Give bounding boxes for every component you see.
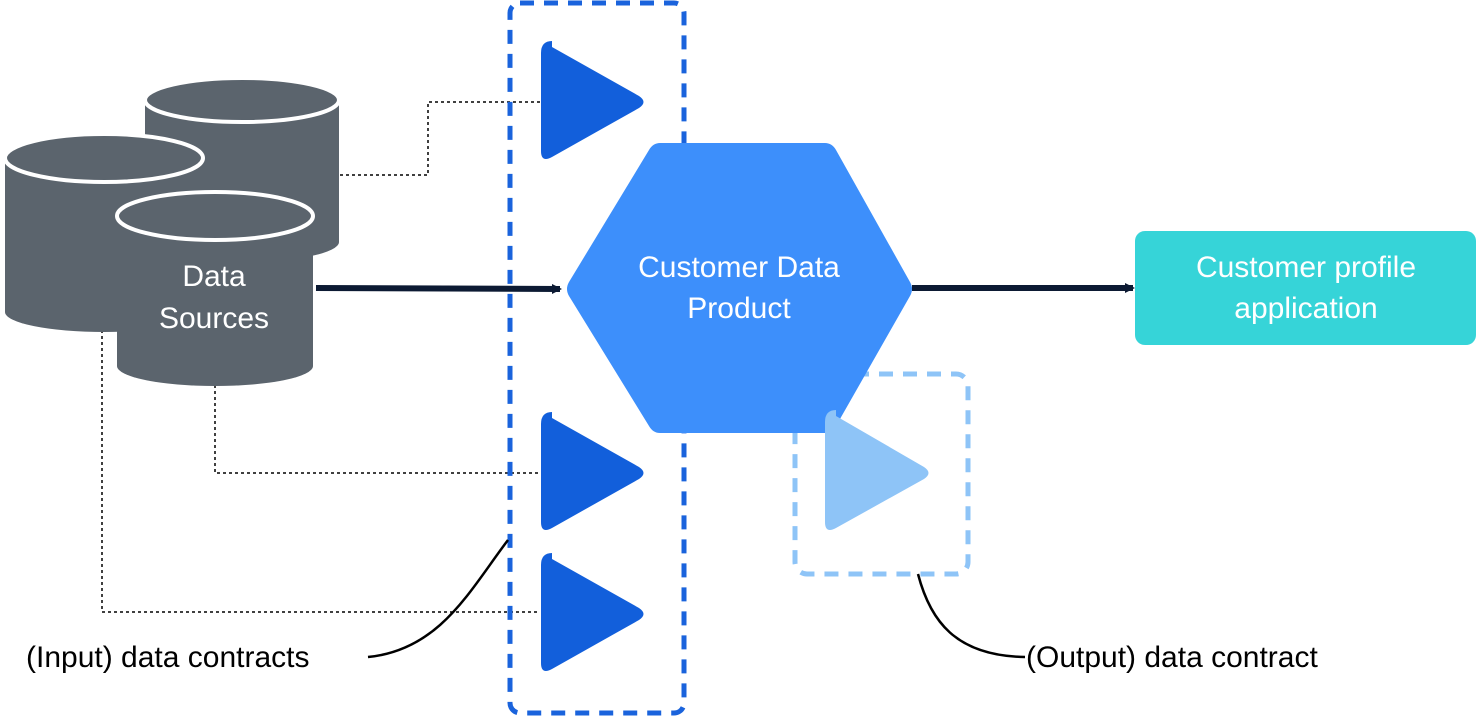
connector-middle (214, 385, 540, 474)
data-sources-label-line1: Data (182, 260, 246, 293)
connector-bottom (101, 330, 540, 613)
customer-data-product-hexagon (567, 143, 912, 433)
output-contract-label: (Output) data contract (1026, 641, 1318, 674)
customer-profile-application-box (1135, 231, 1476, 345)
application-label-line1: Customer profile (1196, 251, 1416, 284)
database-cylinder-front (115, 190, 315, 386)
connector-top (340, 101, 540, 176)
arrow-sources-to-product (315, 283, 562, 294)
output-contract-group (792, 371, 971, 577)
input-contract-triangle-1 (541, 41, 644, 159)
output-contract-triangle (825, 410, 929, 530)
product-label-line2: Product (687, 292, 791, 325)
input-contract-triangle-2 (541, 412, 644, 530)
input-contracts-label: (Input) data contracts (26, 641, 309, 674)
input-contract-triangle-3 (541, 553, 644, 671)
output-callout-curve (916, 573, 1026, 659)
application-label-line2: application (1234, 292, 1377, 325)
input-callout-curve (367, 539, 509, 659)
data-sources-label-line2: Sources (159, 302, 269, 335)
product-label-line1: Customer Data (638, 251, 840, 284)
